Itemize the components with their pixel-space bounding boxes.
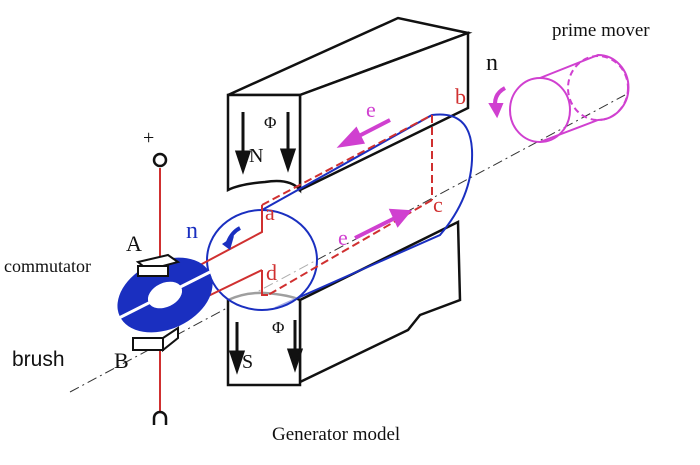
flux-arrows xyxy=(228,112,304,375)
prime-mover-label: prime mover xyxy=(552,20,650,41)
south-label: S xyxy=(242,351,253,373)
brush-b-label: B xyxy=(114,348,129,373)
emf-label-bottom: e xyxy=(338,225,348,250)
prime-mover xyxy=(488,53,630,143)
brush-b xyxy=(132,326,179,353)
flux-label-top: Φ xyxy=(264,113,276,132)
brush-a xyxy=(135,253,181,277)
coil-point-d: d xyxy=(266,260,277,285)
south-pole xyxy=(226,220,462,387)
coil-point-a: a xyxy=(265,200,275,225)
coil-point-b: b xyxy=(455,84,466,109)
commutator-label: commutator xyxy=(4,256,91,276)
brush-label: brush xyxy=(12,348,65,371)
caption: Generator model xyxy=(272,424,400,445)
brush-a-label: A xyxy=(126,231,142,256)
north-label: N xyxy=(249,145,263,167)
emf-arrows xyxy=(336,118,413,240)
flux-label-bottom: Φ xyxy=(272,318,284,337)
prime-speed-label: n xyxy=(486,50,498,76)
coil-point-c: c xyxy=(433,192,443,217)
armature-cylinder xyxy=(206,113,474,311)
positive-terminal xyxy=(152,152,168,168)
emf-label-top: e xyxy=(366,97,376,122)
plus-label: + xyxy=(143,127,154,149)
negative-terminal xyxy=(152,410,168,425)
north-pole xyxy=(226,16,473,194)
rotor-speed-label: n xyxy=(186,218,198,244)
